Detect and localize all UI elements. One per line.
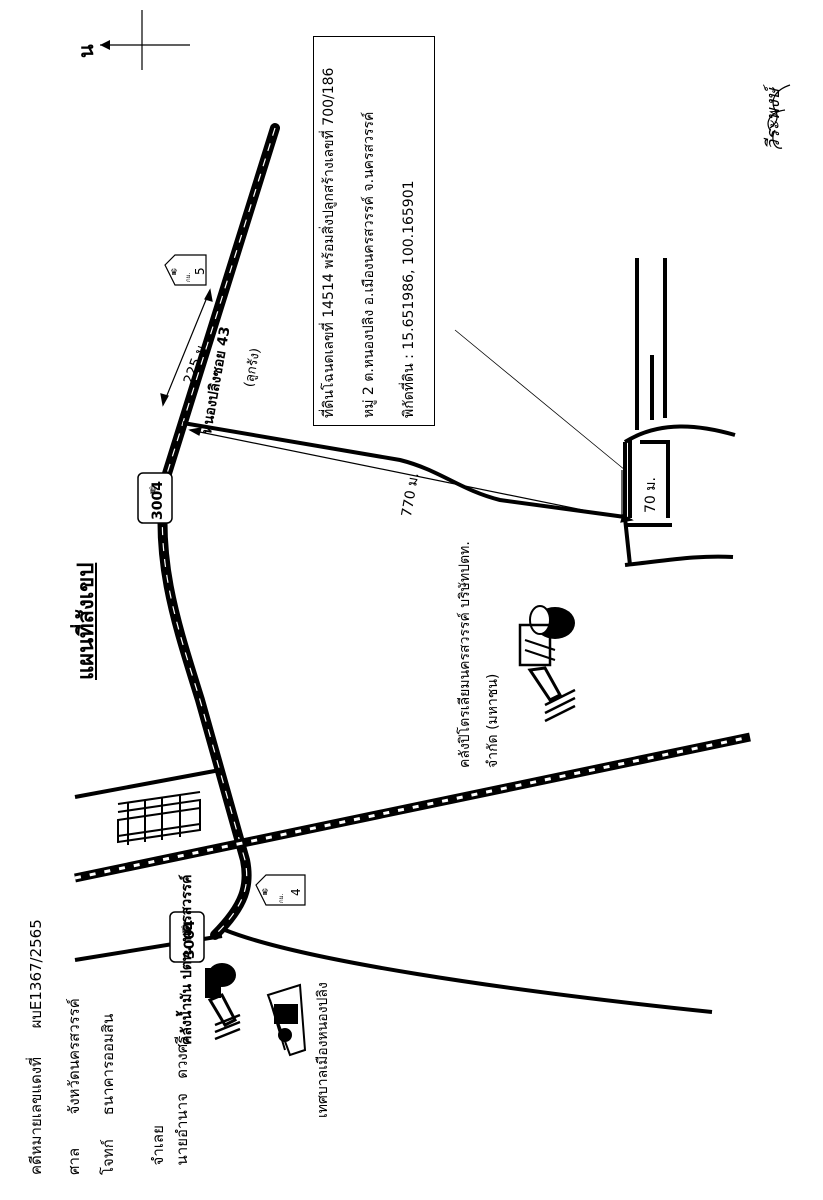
oil-depot-icon bbox=[205, 963, 241, 1041]
building-icon bbox=[117, 791, 201, 845]
petroleum-terminal-icon bbox=[518, 605, 576, 723]
municipality-icon bbox=[266, 983, 307, 1057]
case-number-row: คดีหมายเลขแดงที่ ผบE1367/2565 bbox=[24, 919, 48, 1175]
north-label: น bbox=[74, 44, 98, 58]
property-line-3: พิกัดที่ดิน : 15.651986, 100.165901 bbox=[401, 180, 417, 418]
km-marker-5: ♛ กม. 5 bbox=[164, 254, 207, 286]
distance-70m: 70 ม. bbox=[643, 477, 659, 513]
case-number: ผบE1367/2565 bbox=[27, 919, 45, 1029]
case-number-label: คดีหมายเลขแดงที่ bbox=[27, 1057, 45, 1175]
road-north-branch bbox=[74, 768, 221, 799]
road-southeast bbox=[224, 928, 713, 1014]
map-title: แผนที่สังเขป bbox=[74, 562, 99, 680]
km-marker-4: ♛ กม. 4 bbox=[255, 874, 306, 906]
petroleum-terminal-label-2: จำกัด (มหาชน) bbox=[485, 673, 501, 768]
municipality-label: เทศบาลเมืองหนองปลิง bbox=[315, 982, 331, 1118]
svg-text:♛: ♛ bbox=[180, 923, 190, 936]
signature-text: วีระพงษ์ bbox=[763, 88, 784, 150]
property-pointer bbox=[454, 329, 626, 471]
svg-text:♛: ♛ bbox=[148, 484, 158, 497]
property-info-box bbox=[313, 36, 435, 426]
svg-text:กม.: กม. bbox=[278, 893, 285, 903]
local-roads bbox=[623, 258, 736, 567]
court-row: ศาล จังหวัดนครสวรรค์ bbox=[62, 998, 86, 1175]
route-3004-top-label: 3004 bbox=[150, 481, 166, 520]
court-name: จังหวัดนครสวรรค์ bbox=[65, 998, 83, 1115]
petroleum-terminal-label-1: คลังปิโตรเลียมนครสวรรค์ บริษัทปตท. bbox=[457, 541, 473, 768]
route-shield-3004-bottom: ♛ 3004 bbox=[169, 911, 205, 963]
svg-text:กม.: กม. bbox=[185, 272, 192, 282]
court-label: ศาล bbox=[65, 1147, 83, 1175]
railway bbox=[74, 732, 751, 883]
plaintiff-row: โจทก์ ธนาคารออมสิน bbox=[96, 1014, 120, 1175]
north-arrow bbox=[100, 10, 190, 70]
plaintiff-name: ธนาคารออมสิน bbox=[99, 1013, 117, 1116]
route-shield-3004-top: ♛ 3004 bbox=[137, 472, 173, 524]
property-line-1: ที่ดินโฉนดเลขที่ 14514 พร้อมสิ่งปลูกสร้า… bbox=[321, 67, 337, 418]
property-line-2: หมู่ 2 ต.หนองปลิง อ.เมืองนครสวรรค์ จ.นคร… bbox=[361, 111, 377, 418]
defendant-label: จำเลย bbox=[149, 1125, 167, 1166]
ptt-depot-label: คลังน้ำมัน ปตท. นครสวรรค์ bbox=[179, 874, 195, 1045]
svg-text:♛: ♛ bbox=[170, 268, 178, 278]
route-3004-bottom-label: 3004 bbox=[182, 920, 198, 959]
km-4-label: 4 bbox=[289, 888, 303, 896]
defendant-row: จำเลย นายอำนาจ ดวงศรี bbox=[128, 1036, 194, 1175]
defendant-name: นายอำนาจ ดวงศรี bbox=[173, 1035, 191, 1166]
signature bbox=[767, 84, 791, 149]
soi-43-road bbox=[182, 421, 626, 519]
distance-arrows bbox=[160, 288, 634, 523]
km-5-label: 5 bbox=[193, 267, 207, 275]
plaintiff-label: โจทก์ bbox=[99, 1139, 117, 1175]
svg-text:♛: ♛ bbox=[261, 888, 269, 898]
